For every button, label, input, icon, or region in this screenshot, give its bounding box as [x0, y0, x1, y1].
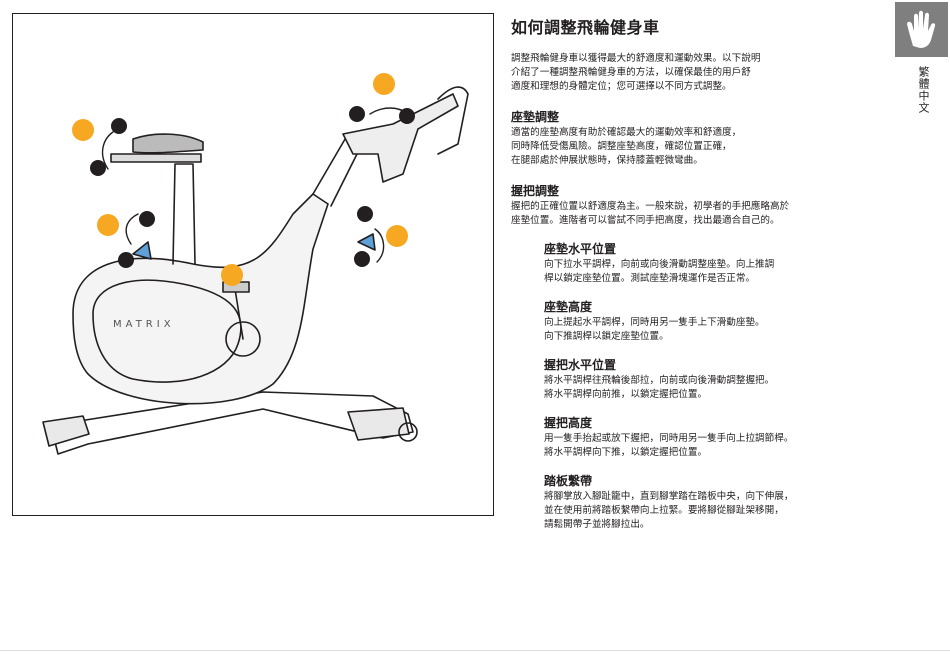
section-body: 握把的正確位置以舒適度為主。一般來說，初學者的手把應略高於 座墊位置。進階者可以…: [511, 201, 790, 226]
language-label: 繁體中文: [917, 66, 930, 114]
front-foot: [42, 415, 90, 447]
lock-icon: [90, 106, 415, 268]
handle-lever: [357, 233, 376, 251]
page-title: 如何調整飛輪健身車: [511, 18, 660, 37]
rear-foot: [347, 407, 410, 441]
frame-brand-text: MATRIX: [113, 319, 175, 330]
saddle: [132, 133, 204, 154]
flywheel-cover: [92, 279, 242, 383]
section-title: 握把調整: [511, 184, 560, 198]
handlebar: [342, 93, 459, 183]
step-title: 握把高度: [544, 416, 593, 430]
seat-lever: [132, 241, 152, 260]
step-title: 踏板繫帶: [544, 474, 593, 488]
step-seat-height: 座墊高度 向上提起水平調桿，同時用另一隻手上下滑動座墊。 向下推調桿以鎖定座墊位…: [544, 298, 881, 344]
bike-illustration-frame: MATRIX: [12, 13, 494, 516]
section-title: 座墊調整: [511, 110, 560, 124]
seat-arrow: [101, 131, 114, 170]
section-handlebar-adjustment: 握把調整 握把的正確位置以舒適度為主。一般來說，初學者的手把應略高於 座墊位置。…: [511, 182, 881, 228]
transport-wheel: [398, 422, 418, 442]
hand-icon: [907, 10, 936, 48]
crank-arm: [234, 288, 244, 340]
step-body: 將水平調桿往飛輪後部拉，向前或向後滑動調整握把。 將水平調桿向前推，以鎖定握把位…: [544, 375, 775, 400]
step-body: 向上提起水平調桿，同時用另一隻手上下滑動座墊。 向下推調桿以鎖定座墊位置。: [544, 317, 765, 342]
step-body: 向下拉水平調桿，向前或向後滑動調整座墊。向上推調 桿以鎖定座墊位置。測試座墊滑塊…: [544, 259, 775, 284]
frame-main: [72, 193, 329, 405]
adjustment-steps: 座墊水平位置 向下拉水平調桿，向前或向後滑動調整座墊。向上推調 桿以鎖定座墊位置…: [544, 240, 881, 532]
handle-height-arrow: [374, 228, 385, 263]
instructions-column: 如何調整飛輪健身車 調整飛輪健身車以獲得最大的舒適度和運動效果。以下說明 介紹了…: [511, 14, 881, 532]
step-title: 座墊水平位置: [544, 242, 617, 256]
step-seat-horizontal: 座墊水平位置 向下拉水平調桿，向前或向後滑動調整座墊。向上推調 桿以鎖定座墊位置…: [544, 240, 881, 286]
footer-divider: [0, 650, 950, 651]
step-handlebar-height: 握把高度 用一隻手抬起或放下握把，同時用另一隻手向上拉調節桿。 將水平調桿向下推…: [544, 414, 881, 460]
seat-post: [172, 163, 196, 265]
step-marker-icon: [72, 73, 408, 286]
step-body: 用一隻手抬起或放下握把，同時用另一隻手向上拉調節桿。 將水平調桿向下推，以鎖定握…: [544, 433, 794, 458]
step-handlebar-horizontal: 握把水平位置 將水平調桿往飛輪後部拉，向前或向後滑動調整握把。 將水平調桿向前推…: [544, 356, 881, 402]
section-seat-adjustment: 座墊調整 適當的座墊高度有助於確認最大的運動效率和舒適度， 同時降低受傷風險。調…: [511, 108, 881, 168]
section-body: 適當的座墊高度有助於確認最大的運動效率和舒適度， 同時降低受傷風險。調整座墊高度…: [511, 127, 742, 166]
step-title: 座墊高度: [544, 300, 593, 314]
language-tab: [895, 2, 948, 57]
step-body: 將腳掌放入腳趾籠中，直到腳掌踏在踏板中央，向下伸展， 並在使用前將踏板繫帶向上拉…: [544, 491, 794, 530]
intro-paragraph: 調整飛輪健身車以獲得最大的舒適度和運動效果。以下說明 介紹了一種調整飛輪健身車的…: [511, 53, 761, 92]
crank-hub: [225, 321, 261, 357]
bike-illustration: MATRIX: [42, 73, 469, 455]
seat-rail: [110, 153, 202, 163]
seat-height-arrow: [125, 213, 139, 245]
handlebar-extension: [437, 86, 469, 155]
step-pedal-strap: 踏板繫帶 將腳掌放入腳趾籠中，直到腳掌踏在踏板中央，向下伸展， 並在使用前將踏板…: [544, 472, 881, 532]
step-title: 握把水平位置: [544, 358, 617, 372]
